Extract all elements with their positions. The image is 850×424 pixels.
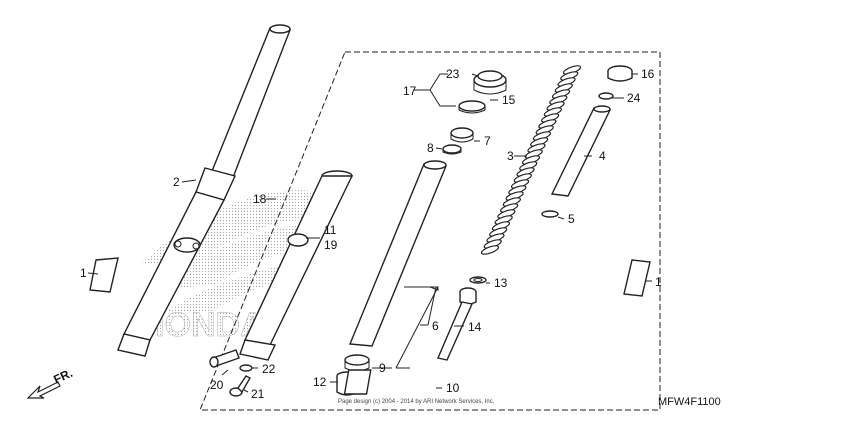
part-24-o-ring <box>598 92 614 100</box>
callout-21: 21 <box>251 387 265 401</box>
part-21-screw <box>229 375 251 397</box>
part-7-bushing <box>450 127 474 143</box>
callout-19: 19 <box>324 238 338 252</box>
callout-10: 10 <box>446 381 460 395</box>
part-22-washer <box>239 364 253 372</box>
fork-inner-tube-6 <box>348 160 448 347</box>
callout-11: 11 <box>324 223 337 237</box>
callout-7: 7 <box>484 134 491 148</box>
part-1-protector-left <box>89 257 119 293</box>
damper-rod-14 <box>437 287 477 361</box>
part-20-bolt <box>209 349 240 368</box>
part-16-cap-bolt <box>607 65 633 82</box>
callout-1-left: 1 <box>80 266 87 280</box>
part-13-circlip <box>469 276 487 284</box>
copyright-text: Page design (c) 2004 - 2014 by ARI Netwo… <box>338 399 495 405</box>
fork-spacer-4 <box>550 105 612 197</box>
part-15-washer <box>458 100 486 114</box>
callout-2: 2 <box>173 175 180 189</box>
part-1-protector-right <box>623 259 651 297</box>
callout-15: 15 <box>502 93 516 107</box>
callout-4: 4 <box>599 149 606 163</box>
front-direction-arrow: FR. <box>26 366 75 399</box>
fork-spring-3 <box>480 65 582 255</box>
callout-9: 9 <box>379 361 386 375</box>
part-5-seat <box>541 210 559 218</box>
callout-13: 13 <box>494 276 508 290</box>
callout-labels: 1 1 2 3 4 5 6 7 8 9 10 11 12 13 14 15 16… <box>80 67 662 401</box>
callout-6: 6 <box>432 319 439 333</box>
callout-24: 24 <box>627 91 641 105</box>
direction-label: FR. <box>51 366 74 387</box>
callout-12: 12 <box>313 375 327 389</box>
part-9-slide-bushing <box>344 354 370 372</box>
part-8-ring <box>442 144 462 155</box>
fork-outer-tube-18 <box>239 170 354 361</box>
callout-22: 22 <box>262 362 276 376</box>
diagram-code: MFW4F1100 <box>658 396 721 408</box>
part-23-cap <box>473 70 507 95</box>
callout-1-right: 1 <box>655 275 662 289</box>
callout-3: 3 <box>507 149 514 163</box>
leader-lines <box>87 73 652 393</box>
callout-8: 8 <box>427 141 434 155</box>
rebound-spring-10 <box>343 369 372 395</box>
callout-23: 23 <box>446 67 460 81</box>
callout-16: 16 <box>641 67 655 81</box>
exploded-frame <box>199 51 661 411</box>
callout-17: 17 <box>403 84 417 98</box>
fork-assembly-left <box>117 24 291 357</box>
callout-20: 20 <box>210 378 224 392</box>
callout-5: 5 <box>568 212 575 226</box>
callout-14: 14 <box>468 320 482 334</box>
spring-coil <box>480 245 500 255</box>
callout-18: 18 <box>253 192 267 206</box>
